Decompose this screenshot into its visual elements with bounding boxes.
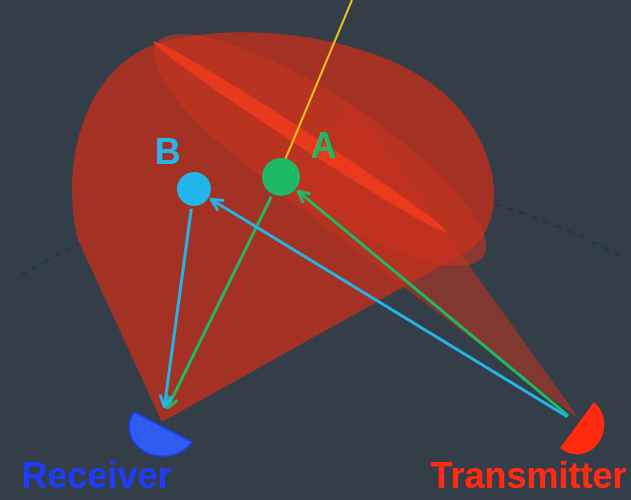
target-point-shape	[261, 157, 301, 197]
beam-core	[149, 35, 451, 239]
receiver-dish-shape	[132, 400, 194, 450]
receiver-dish: Receiver	[132, 400, 194, 450]
node-label: B	[155, 134, 181, 170]
node-label: A	[311, 128, 337, 164]
target-point: A	[261, 157, 301, 197]
signal-path	[167, 197, 271, 408]
signal-path	[164, 209, 191, 407]
target-point-shape	[176, 171, 212, 207]
target-point: B	[176, 171, 212, 207]
signal-path	[211, 199, 567, 416]
signal-path	[298, 191, 568, 416]
node-label: Transmitter	[430, 458, 626, 494]
transmitter-dish: Transmitter	[552, 398, 608, 454]
transmitter-dish-shape	[552, 398, 608, 454]
node-label: Receiver	[22, 458, 172, 494]
